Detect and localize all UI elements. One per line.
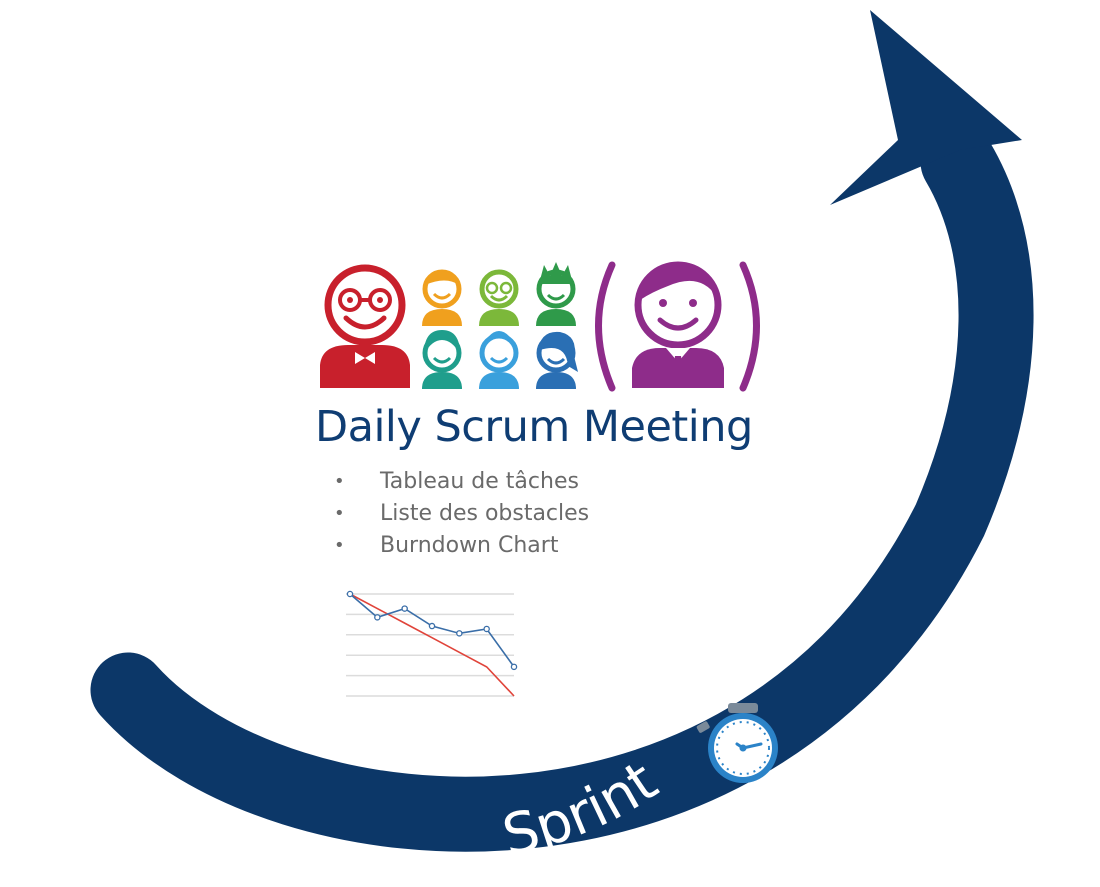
- bullet-icon: •: [334, 503, 345, 524]
- team-member-icon: [479, 331, 519, 389]
- burndown-point: [374, 614, 381, 621]
- team-member-icon: [536, 262, 576, 326]
- team-member-icon: [422, 269, 462, 326]
- burndown-point: [456, 630, 463, 637]
- chart-background: [338, 586, 526, 708]
- product-owner-icon: [595, 261, 760, 392]
- bullet-icon: •: [334, 471, 345, 492]
- sprint-arrow-body: [90, 124, 1034, 852]
- ideal-burndown-line: [349, 593, 515, 697]
- bullet-icon: •: [334, 535, 345, 556]
- burndown-point: [428, 622, 436, 630]
- stopwatch-icon: [696, 703, 778, 783]
- artifact-list-item-text: Burndown Chart: [380, 533, 559, 558]
- team-member-icon: [422, 330, 462, 389]
- burndown-point: [510, 663, 518, 671]
- sprint-arrow: [90, 10, 1034, 852]
- burndown-point: [346, 590, 354, 598]
- burndown-point: [401, 605, 408, 612]
- artifact-list-item-text: Liste des obstacles: [380, 501, 590, 526]
- scrum-master-icon: [320, 264, 410, 388]
- burndown-point: [483, 625, 490, 633]
- artifact-list-item-text: Tableau de tâches: [380, 469, 579, 494]
- team-member-icon: [536, 331, 578, 389]
- artifact-list: •Tableau de tâches •Liste des obstacles …: [332, 466, 589, 562]
- sprint-arrow-head: [830, 10, 1022, 205]
- artifact-list-item: • Tableau de tâches: [332, 466, 589, 498]
- artifact-list-item: • Liste des obstacles: [332, 498, 589, 530]
- diagram-title: Daily Scrum Meeting: [315, 402, 753, 452]
- people-icons: [320, 261, 760, 392]
- team-member-icon: [479, 269, 519, 326]
- artifact-list-item: • Burndown Chart: [332, 530, 589, 562]
- burndown-chart-icon: [338, 586, 526, 708]
